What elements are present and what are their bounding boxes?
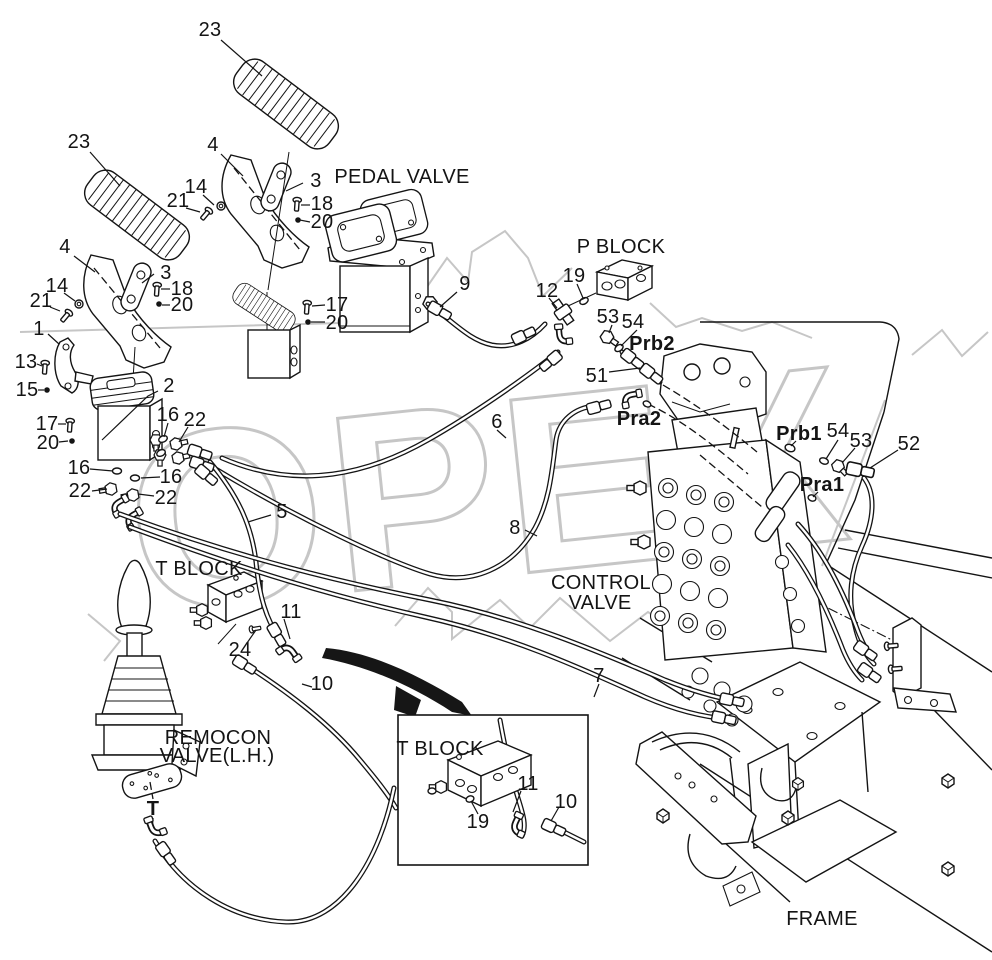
label-p-block: P BLOCK (576, 236, 666, 258)
remocon-joystick (90, 559, 201, 832)
callout-53: 53 (596, 306, 620, 328)
port-label-pra1: Pra1 (799, 474, 845, 496)
callout-11: 11 (517, 773, 539, 795)
callout-10: 10 (554, 791, 578, 813)
callout-17: 17 (325, 294, 349, 316)
callout-14: 14 (45, 275, 69, 297)
callout-1: 1 (33, 318, 45, 340)
valve-ports (649, 477, 735, 641)
control-valve (626, 343, 827, 727)
pedal-assembly-left (54, 163, 197, 394)
callout-17: 17 (35, 413, 59, 435)
callout-23: 23 (67, 131, 91, 153)
callout-54: 54 (826, 420, 850, 442)
callout-52: 52 (897, 433, 921, 455)
callout-9: 9 (459, 273, 471, 295)
callout-23: 23 (198, 19, 222, 41)
frame-beam (635, 731, 757, 845)
callout-20: 20 (36, 432, 60, 454)
callout-3: 3 (310, 170, 322, 192)
callout-51: 51 (585, 365, 609, 387)
port-label-prb2: Prb2 (629, 333, 675, 355)
callout-16: 16 (67, 457, 91, 479)
pedal-valve (322, 186, 446, 334)
label-t-block-inset: T BLOCK (396, 738, 484, 760)
callout-12: 12 (535, 280, 559, 302)
callout-11: 11 (280, 601, 302, 623)
port-label-prb1: Prb1 (776, 423, 822, 445)
callout-6: 6 (491, 411, 503, 433)
callout-22: 22 (154, 487, 178, 509)
port-label-pra2: Pra2 (616, 408, 662, 430)
label-frame: FRAME (786, 908, 858, 930)
watermark-wedge (394, 686, 421, 717)
inset-detail-box (397, 714, 589, 866)
callout-18: 18 (170, 278, 194, 300)
callout-54: 54 (621, 311, 645, 333)
callout-5: 5 (276, 501, 288, 523)
tee-fitting-12 (551, 298, 575, 326)
callout-22: 22 (183, 409, 207, 431)
port-label-t: T (146, 798, 160, 820)
callout-20: 20 (170, 294, 194, 316)
callout-2: 2 (163, 375, 175, 397)
label-control-valve-line2: VALVE (568, 592, 632, 614)
callout-24: 24 (228, 639, 252, 661)
callout-20: 20 (325, 312, 349, 334)
pedal-pad (226, 52, 346, 156)
label-control-valve-line1: CONTROL (551, 572, 651, 594)
callout-15: 15 (15, 379, 39, 401)
frame-mount-plate (715, 661, 882, 763)
callout-13: 13 (14, 351, 38, 373)
callout-21: 21 (166, 190, 190, 212)
label-remocon-line1: REMOCON (164, 727, 272, 749)
callout-7: 7 (593, 665, 605, 687)
callout-4: 4 (207, 134, 219, 156)
fittings (39, 196, 884, 868)
callout-3: 3 (160, 262, 172, 284)
t-block-main (189, 571, 264, 645)
callout-53: 53 (849, 430, 873, 452)
remocon-valve-body (89, 371, 192, 532)
p-block (594, 259, 655, 302)
label-remocon-line2: VALVE(L.H.) (159, 745, 275, 767)
callout-19: 19 (466, 811, 490, 833)
callout-16: 16 (159, 466, 183, 488)
callout-22: 22 (68, 480, 92, 502)
callout-16: 16 (156, 404, 180, 426)
hose-clamp-bracket (883, 617, 957, 713)
callout-19: 19 (562, 265, 586, 287)
label-t-block: T BLOCK (155, 558, 243, 580)
callout-10: 10 (310, 673, 334, 695)
callout-4: 4 (59, 236, 71, 258)
callout-21: 21 (29, 290, 53, 312)
callout-8: 8 (509, 517, 521, 539)
label-pedal-valve: PEDAL VALVE (334, 166, 470, 188)
leader-lines (36, 39, 899, 822)
pedal-assembly-middle (221, 52, 346, 380)
callout-14: 14 (184, 176, 208, 198)
callout-20: 20 (310, 211, 334, 233)
pedal-pad (77, 163, 197, 267)
callout-18: 18 (310, 193, 334, 215)
watermark-swash (322, 648, 472, 716)
